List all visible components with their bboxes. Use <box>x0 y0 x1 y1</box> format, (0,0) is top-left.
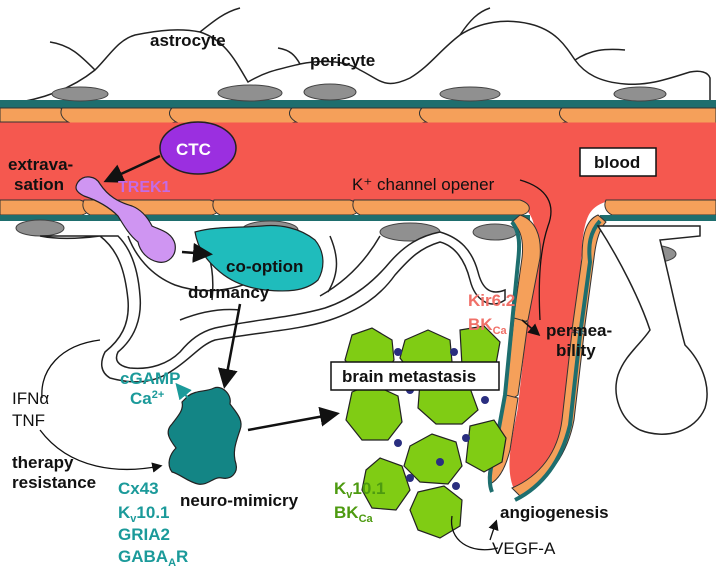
upper-endothelium <box>0 107 716 124</box>
co-option-cell <box>194 224 324 292</box>
kv101-teal-tail: 10.1 <box>136 503 169 522</box>
kv101-teal-sub: v <box>130 513 137 525</box>
upper-pericytes <box>51 83 667 102</box>
kv101-green-label: Kv10.1 <box>334 479 386 501</box>
bk-ca-red-sub: Ca <box>493 325 508 337</box>
arrows <box>39 154 552 551</box>
gria2-label: GRIA2 <box>118 525 170 544</box>
trek1-label: TREK1 <box>118 179 171 196</box>
gabaar-label: GABAAR <box>118 547 188 569</box>
kv101-green-sub: v <box>346 489 353 501</box>
astrocyte-label: astrocyte <box>150 31 226 50</box>
kv101-teal-main: K <box>118 503 131 522</box>
astrocyte-lower-network <box>39 231 506 383</box>
neuro-mimicry-cell <box>167 386 242 485</box>
co-option-label: co-option <box>226 257 303 276</box>
brain-metastasis-label: brain metastasis <box>342 367 476 386</box>
k-channel-opener-label: K⁺ channel opener <box>352 175 495 194</box>
dormancy-label: dormancy <box>188 283 270 302</box>
kv101-teal-label: Kv10.1 <box>118 503 170 525</box>
trek1-cell <box>75 176 176 263</box>
tnf-label: TNF <box>12 411 45 430</box>
ca2-label: Ca2+ <box>130 389 164 408</box>
bk-ca-red-label: BKCa <box>468 315 508 337</box>
blood-label: blood <box>594 153 640 172</box>
vegfa-label: VEGF-A <box>492 539 556 558</box>
ca2-main: Ca <box>130 389 152 408</box>
bk-ca-green-main: BK <box>334 503 359 522</box>
cgamp-arrow <box>175 382 192 401</box>
gabaar-main: GABA <box>118 547 168 566</box>
bk-ca-green-label: BKCa <box>334 503 374 525</box>
extravasation-label-2: sation <box>14 175 64 194</box>
descending-basement-membrane <box>487 219 602 502</box>
ca2-sup: 2+ <box>152 389 165 401</box>
extravasation-label-1: extrava- <box>8 155 73 174</box>
cx43-label: Cx43 <box>118 479 159 498</box>
ctc-label: CTC <box>176 140 211 159</box>
astrocyte-right-bulb <box>596 225 708 435</box>
astrocyte-top <box>7 20 711 105</box>
ifna-label: IFNα <box>12 389 49 408</box>
metastasis-cluster <box>344 325 507 539</box>
blood-label-box <box>579 147 657 177</box>
kv101-green-main: K <box>334 479 347 498</box>
kir62-label: Kir6.2 <box>468 291 515 310</box>
bk-ca-red-main: BK <box>468 315 493 334</box>
upper-basement-membrane <box>0 100 716 108</box>
therapy-label: therapy <box>12 453 74 472</box>
resistance-label: resistance <box>12 473 96 492</box>
ctc-cell <box>159 121 237 175</box>
permeability-label-1: permea- <box>546 321 612 340</box>
cgamp-label: cGAMP <box>120 369 180 388</box>
brain-metastasis-box <box>330 361 500 391</box>
kv101-green-tail: 10.1 <box>352 479 385 498</box>
permeability-label-2: bility <box>556 341 596 360</box>
astrocyte-top-processes <box>49 7 626 71</box>
pericyte-label: pericyte <box>310 51 375 70</box>
gabaar-tail: R <box>176 547 188 566</box>
gabaar-sub: A <box>168 557 176 569</box>
angiogenesis-label: angiogenesis <box>500 503 609 522</box>
lower-basement-membrane <box>0 215 716 221</box>
bk-ca-green-sub: Ca <box>359 513 374 525</box>
neuro-mimicry-label: neuro-mimicry <box>180 491 299 510</box>
